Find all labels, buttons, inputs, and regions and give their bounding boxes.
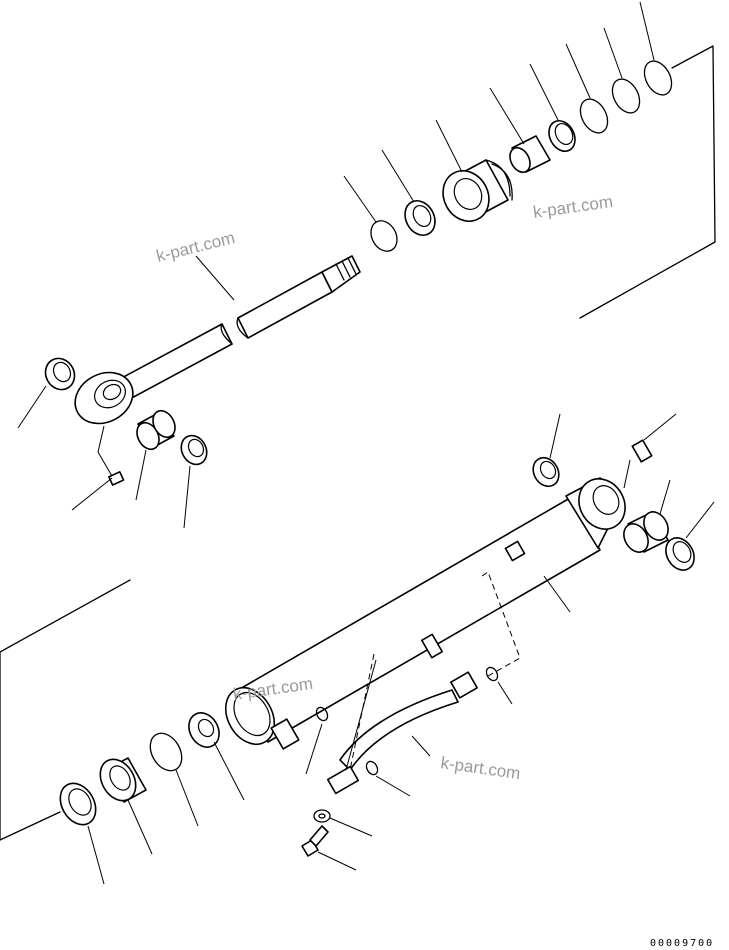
rod-seal-ring xyxy=(59,782,97,826)
assembly-bracket-lower xyxy=(0,579,131,841)
dust-seal-rod-end-left xyxy=(44,357,76,391)
o-ring-small-2 xyxy=(365,760,379,776)
snap-ring xyxy=(370,220,398,252)
watermark-1: k-part.com xyxy=(154,228,237,266)
grease-fitting-icon xyxy=(97,425,125,486)
watermark-4: k-part.com xyxy=(439,753,521,783)
hydraulic-pipe xyxy=(326,653,478,795)
dust-seal-head-lower xyxy=(665,537,695,571)
grease-fitting-head-icon xyxy=(623,439,653,489)
seal-ring-3 xyxy=(643,60,673,96)
dust-seal-head-upper xyxy=(532,456,560,488)
watermark-2: k-part.com xyxy=(532,192,614,222)
wear-ring-1 xyxy=(509,135,551,174)
piston xyxy=(442,159,513,222)
o-ring-small-1 xyxy=(315,706,329,722)
bushing-rod-end xyxy=(136,409,176,451)
seal-ring-1 xyxy=(579,98,609,134)
o-ring-small-3 xyxy=(485,666,499,682)
cylinder-head xyxy=(99,757,147,803)
piston-rod xyxy=(74,255,361,425)
drawing-code: 00009700 xyxy=(650,938,714,949)
leader-lines-upper xyxy=(17,1,655,529)
dust-seal-rod-end-right xyxy=(180,434,208,466)
cylinder-tube xyxy=(224,477,626,750)
wear-ring-2 xyxy=(548,119,576,153)
retaining-nut xyxy=(188,712,220,748)
assembly-bracket-upper xyxy=(579,45,716,319)
o-ring-head xyxy=(149,732,183,772)
seal-ring-2 xyxy=(611,78,641,114)
washer xyxy=(313,809,331,823)
bolt-icon xyxy=(301,825,329,857)
leader-lines-lower xyxy=(87,413,715,885)
bushing-head xyxy=(623,511,669,553)
piston-nut xyxy=(404,200,436,236)
dashed-reference-lines xyxy=(481,571,521,677)
